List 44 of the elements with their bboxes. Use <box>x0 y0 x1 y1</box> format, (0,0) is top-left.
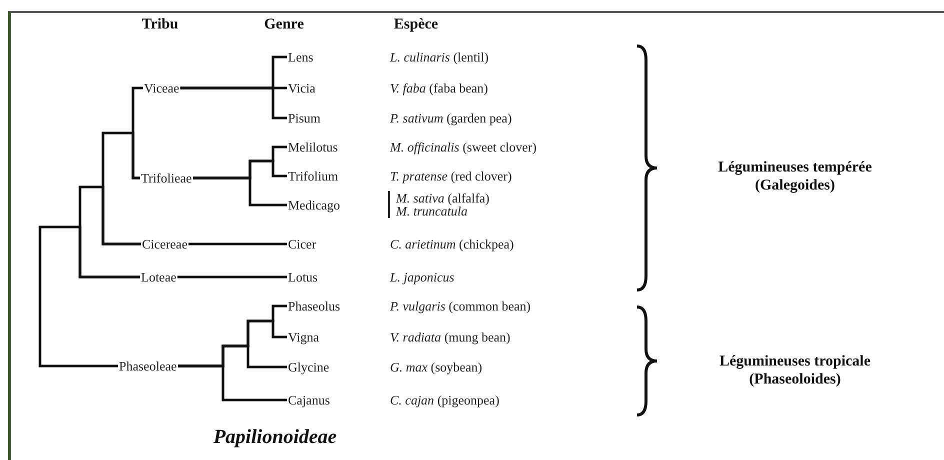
column-heading: Espèce <box>394 18 438 32</box>
tree-branch <box>176 276 287 278</box>
taxon-label: Cicereae <box>141 238 188 250</box>
taxon-label: Phaseolus <box>287 300 341 312</box>
taxon-label: Melilotus <box>287 140 339 154</box>
column-heading: Genre <box>264 18 304 32</box>
species-name: V. radiata (mung bean) <box>390 330 510 344</box>
species-name: P. sativum (garden pea) <box>390 112 512 124</box>
group-label: (Phaseoloides) <box>749 372 841 388</box>
species-name: P. vulgaris (common bean) <box>390 300 531 312</box>
taxon-label: Loteae <box>140 270 178 284</box>
species-name: L. japonicus <box>390 270 454 284</box>
species-name: C. cajan (pigeonpea) <box>390 394 500 406</box>
tree-branch <box>178 364 287 402</box>
taxon-label: Phaseoleae <box>118 360 178 372</box>
taxon-label: Lens <box>287 50 314 64</box>
species-name: C. arietinum (chickpea) <box>390 238 514 250</box>
group-label: Légumineuses tempérée <box>718 160 872 176</box>
species-name: V. faba (faba bean) <box>390 82 488 94</box>
tree-branch <box>38 226 140 368</box>
species-name: M. sativa (alfalfa) <box>396 192 490 204</box>
species-name: T. pratense (red clover) <box>390 170 512 182</box>
taxon-label: Cajanus <box>287 394 331 406</box>
taxon-label: Glycine <box>287 360 330 374</box>
subfamily-label: Papilionoideae <box>213 427 337 447</box>
group-label: Légumineuses tropicale <box>720 354 870 370</box>
species-name: M. truncatula <box>396 204 468 218</box>
taxon-label: Medicago <box>287 198 341 212</box>
species-name: G. max (soybean) <box>390 360 482 374</box>
taxon-label: Lotus <box>287 270 319 284</box>
taxon-label: Viceae <box>143 82 180 94</box>
taxon-label: Cicer <box>287 238 318 250</box>
tree-branch <box>187 242 287 246</box>
taxon-label: Trifolium <box>287 170 340 182</box>
taxon-label: Vicia <box>287 82 316 94</box>
tree-branch <box>192 176 287 206</box>
taxon-label: Vigna <box>287 330 320 344</box>
group-label: (Galegoides) <box>755 178 835 194</box>
taxon-label: Pisum <box>287 112 322 124</box>
column-heading: Tribu <box>142 18 178 32</box>
tree-branch <box>180 86 287 120</box>
species-name: L. culinaris (lentil) <box>390 50 489 64</box>
taxon-label: Trifolieae <box>140 172 193 184</box>
species-name: M. officinalis (sweet clover) <box>390 140 537 154</box>
